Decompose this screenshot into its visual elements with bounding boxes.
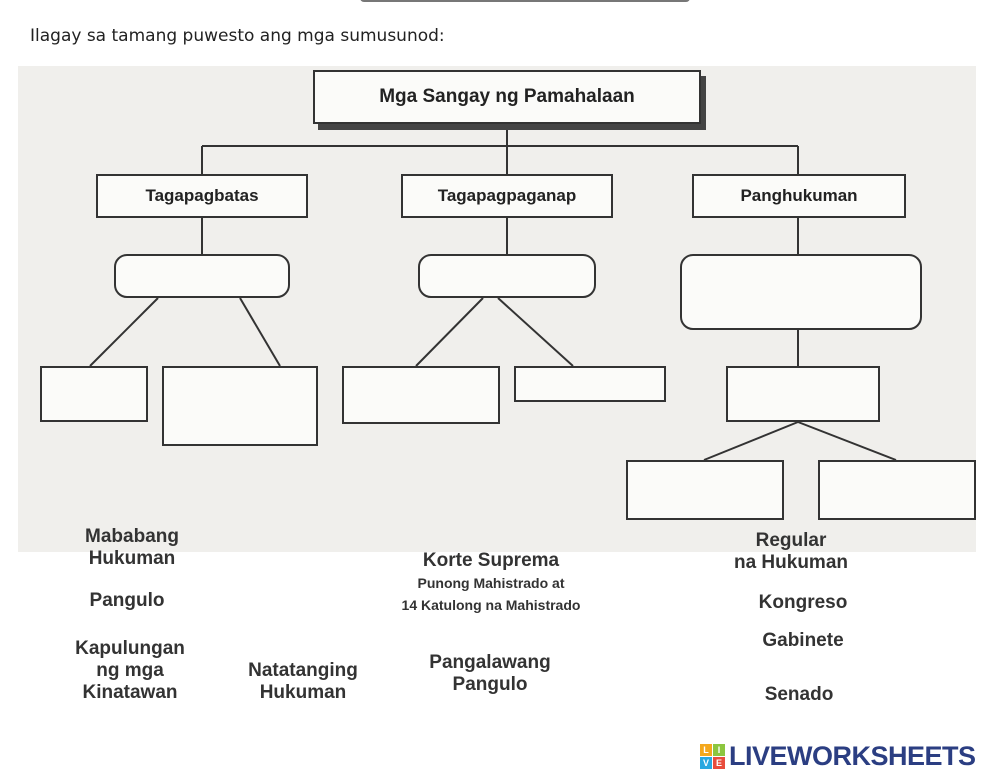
- instruction-text: Ilagay sa tamang puwesto ang mga sumusun…: [30, 26, 445, 46]
- branch-panghukuman: Panghukuman: [692, 174, 906, 218]
- connector-lines: [89, 126, 897, 461]
- drop-slot-executive-left[interactable]: [342, 366, 500, 424]
- word-senado[interactable]: Senado: [764, 684, 834, 705]
- liveworksheets-logo: L I V E LIVEWORKSHEETS: [700, 740, 976, 772]
- logo-text: LIVEWORKSHEETS: [729, 740, 976, 771]
- chart-title-box: Mga Sangay ng Pamahalaan: [313, 70, 701, 124]
- branch-tagapagbatas: Tagapagbatas: [96, 174, 308, 218]
- top-divider: [360, 0, 690, 2]
- drop-slot-legislative-right[interactable]: [162, 366, 318, 446]
- word-mababang-hukuman[interactable]: Mababang Hukuman: [85, 526, 179, 569]
- drop-slot-executive-right[interactable]: [514, 366, 666, 402]
- drop-slot-executive-head[interactable]: [418, 254, 596, 298]
- word-gabinete[interactable]: Gabinete: [762, 630, 844, 651]
- drop-slot-legislative-left[interactable]: [40, 366, 148, 422]
- word-kapulungan-ng-mga-kinatawan[interactable]: Kapulungan ng mga Kinatawan: [75, 638, 185, 703]
- drop-slot-judicial-left[interactable]: [626, 460, 784, 520]
- drop-slot-judicial-middle[interactable]: [726, 366, 880, 422]
- word-regular-na-hukuman[interactable]: Regular na Hukuman: [733, 530, 849, 573]
- word-korte-suprema[interactable]: Korte Suprema Punong Mahistrado at 14 Ka…: [401, 550, 581, 613]
- word-kongreso[interactable]: Kongreso: [758, 592, 848, 613]
- branch-tagapagpaganap: Tagapagpaganap: [401, 174, 613, 218]
- org-chart-sheet: Mga Sangay ng Pamahalaan Tagapagbatas Ta…: [18, 66, 976, 552]
- drop-slot-judicial-right[interactable]: [818, 460, 976, 520]
- drop-slot-legislative-head[interactable]: [114, 254, 290, 298]
- word-pangulo[interactable]: Pangulo: [89, 590, 165, 611]
- liveworksheets-logo-icon: L I V E: [700, 743, 725, 769]
- word-natatanging-hukuman[interactable]: Natatanging Hukuman: [248, 660, 358, 703]
- word-pangalawang-pangulo[interactable]: Pangalawang Pangulo: [429, 652, 551, 695]
- drop-slot-judicial-head[interactable]: [680, 254, 922, 330]
